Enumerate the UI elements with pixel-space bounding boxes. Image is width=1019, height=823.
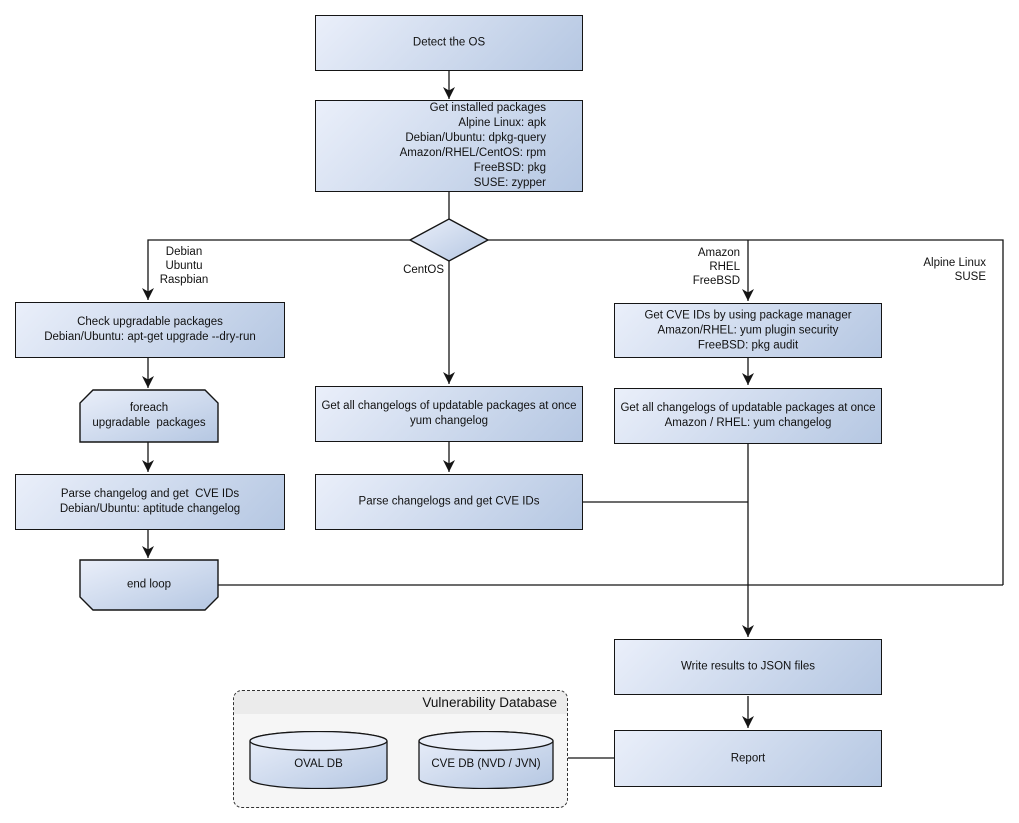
branch-label-amazon: Amazon RHEL FreeBSD <box>692 247 740 287</box>
node-check-upgradable-packages: Check upgradable packages Debian/Ubuntu:… <box>15 302 285 358</box>
oval-db-cylinder <box>249 731 388 789</box>
node-write-results-json: Write results to JSON files <box>614 639 882 695</box>
node-detect-os: Detect the OS <box>315 15 583 71</box>
node-parse-changelog-debian: Parse changelog and get CVE IDs Debian/U… <box>15 474 285 530</box>
node-get-cve-ids-package-manager: Get CVE IDs by using package manager Ama… <box>614 303 882 358</box>
node-parse-changelogs-centos-label: Parse changelogs and get CVE IDs <box>358 495 540 508</box>
branch-label-centos: CentOS <box>403 264 444 276</box>
oval-db-label: OVAL DB <box>294 757 343 770</box>
cve-db-label: CVE DB (NVD / JVN) <box>431 757 541 770</box>
node-amazon-changelogs-label: Get all changelogs of updatable packages… <box>620 402 876 429</box>
node-report: Report <box>614 730 882 787</box>
node-report-label: Report <box>730 752 766 764</box>
connector-decision-debian <box>142 239 410 300</box>
foreach-loop-shape <box>79 389 219 443</box>
node-write-results-json-label: Write results to JSON files <box>681 660 815 673</box>
node-amazon-changelogs: Get all changelogs of updatable packages… <box>614 388 882 444</box>
decision-diamond <box>408 218 490 262</box>
node-parse-changelogs-centos: Parse changelogs and get CVE IDs <box>315 474 583 530</box>
end-loop-shape <box>79 559 219 611</box>
cve-db-cylinder <box>418 731 554 789</box>
node-centos-changelogs-label: Get all changelogs of updatable packages… <box>321 400 577 427</box>
node-get-installed-packages-label: Get installed packages Alpine Linux: apk… <box>399 102 546 189</box>
branch-label-debian: Debian Ubuntu Raspbian <box>159 246 209 286</box>
connector-decision-alpine <box>488 239 1004 585</box>
node-get-cve-ids-package-manager-label: Get CVE IDs by using package manager Ama… <box>644 309 852 351</box>
vulnerability-database-title: Vulnerability Database <box>422 695 557 710</box>
vulnerability-database-panel: Vulnerability Database OVAL DB CVE DB (N… <box>233 690 568 808</box>
node-detect-os-label: Detect the OS <box>412 36 486 49</box>
node-get-installed-packages: Get installed packages Alpine Linux: apk… <box>315 100 583 192</box>
node-foreach-loop-label: foreach upgradable packages <box>92 402 206 429</box>
vulnerability-database-header <box>234 691 567 714</box>
node-parse-changelog-debian-label: Parse changelog and get CVE IDs Debian/U… <box>59 488 241 515</box>
branch-label-alpine: Alpine Linux SUSE <box>923 257 986 283</box>
node-centos-changelogs: Get all changelogs of updatable packages… <box>315 386 583 442</box>
node-end-loop-label: end loop <box>126 578 172 591</box>
node-check-upgradable-packages-label: Check upgradable packages Debian/Ubuntu:… <box>44 316 256 343</box>
